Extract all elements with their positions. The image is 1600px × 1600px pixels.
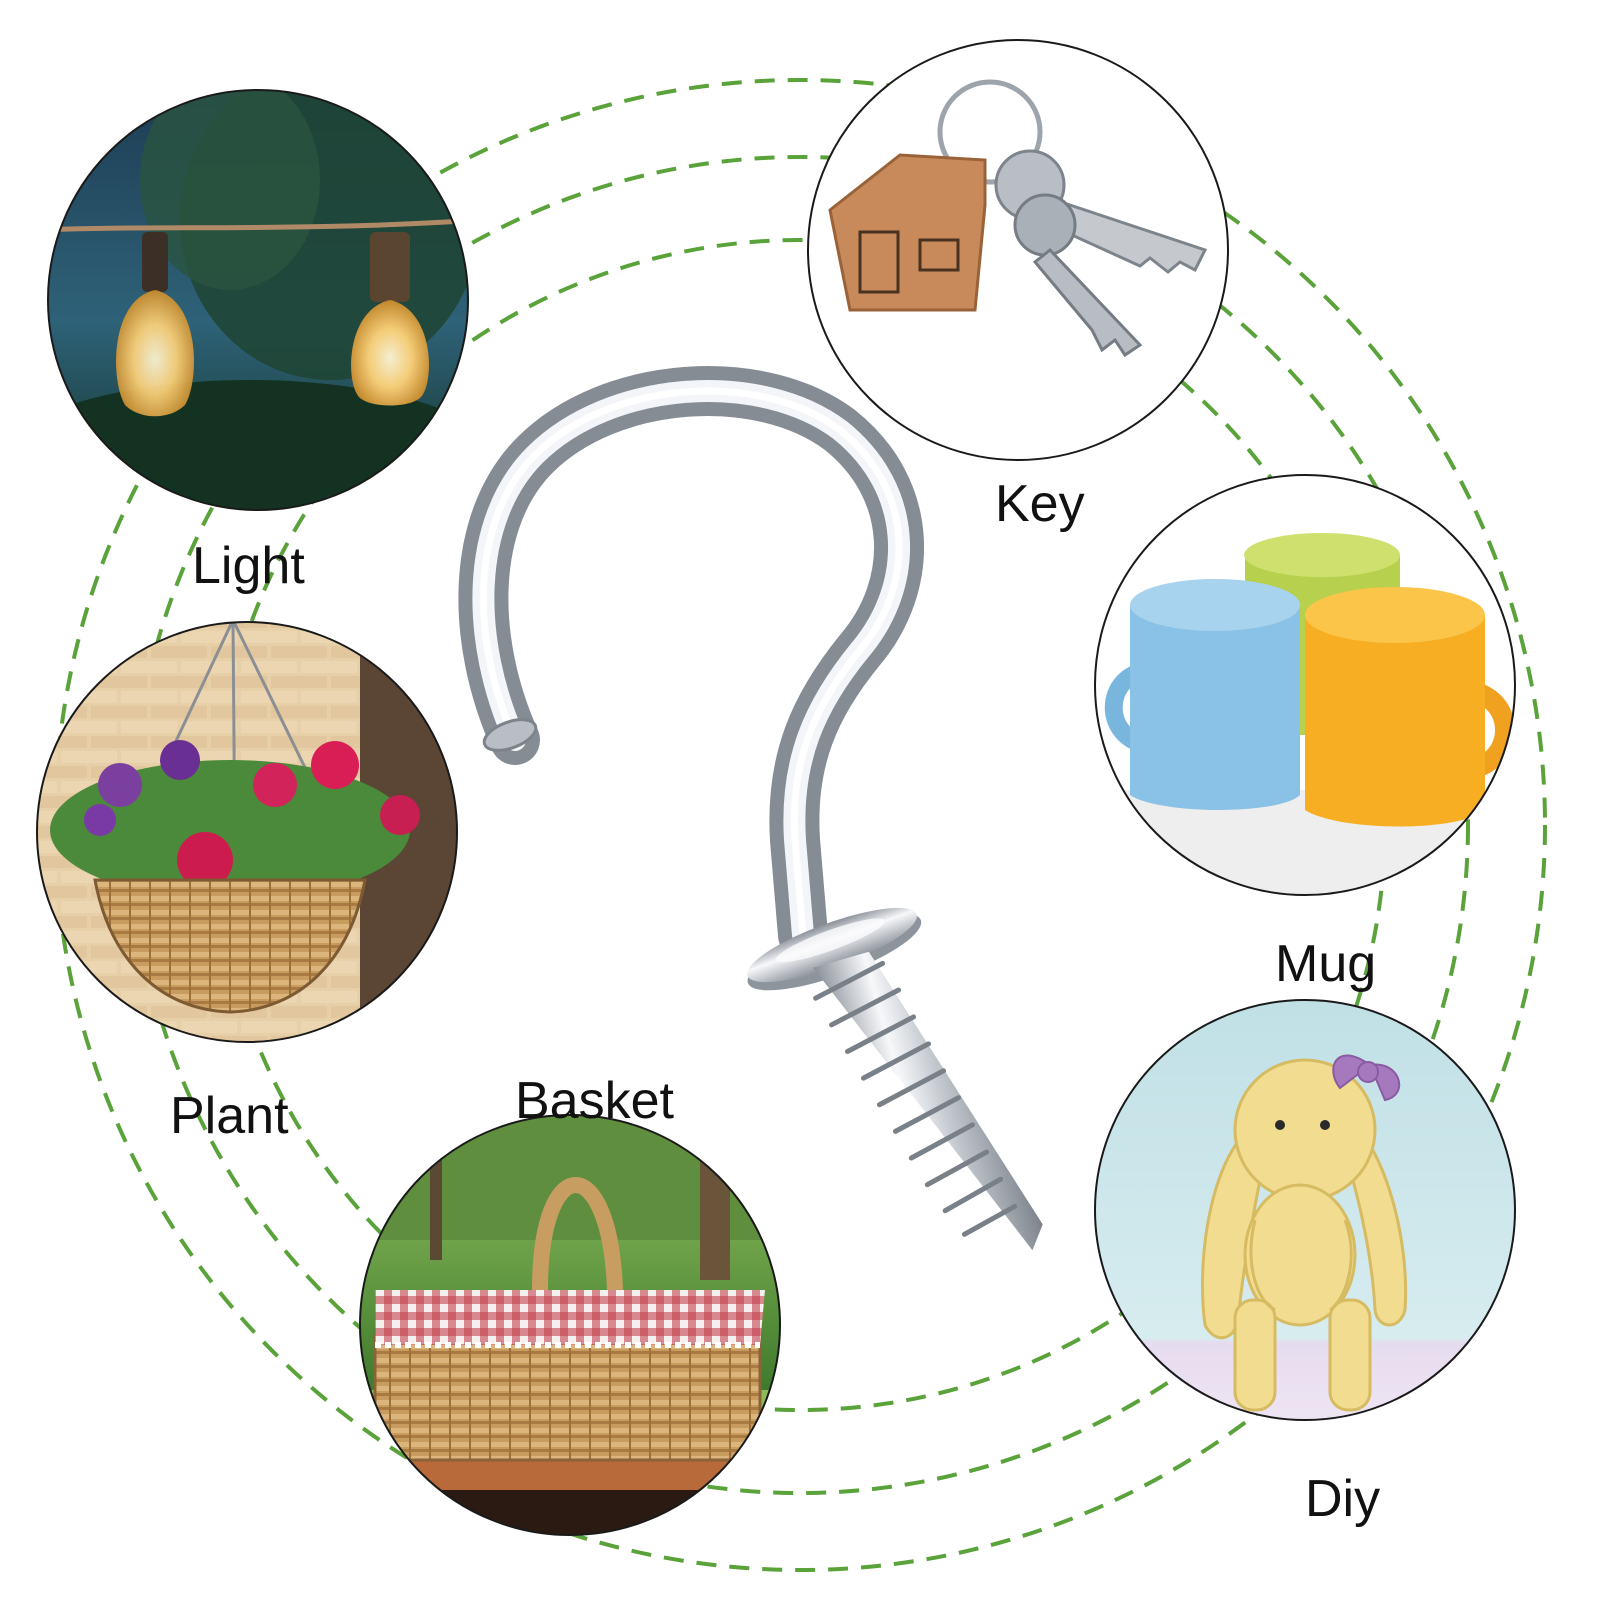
scene-mug-circle <box>1094 474 1516 896</box>
label-plant: Plant <box>170 1087 289 1145</box>
mug-blue <box>1104 579 1300 810</box>
house-keychain <box>828 153 987 312</box>
scene-diy-border <box>1094 999 1516 1421</box>
cup-hook <box>458 366 1043 1251</box>
bunny-head <box>1233 1058 1377 1202</box>
mug-yellow <box>1305 587 1515 827</box>
wicker-planter <box>93 878 367 1014</box>
label-basket: Basket <box>515 1072 674 1130</box>
dashed-ring-outer <box>53 78 1547 1572</box>
label-light: Light <box>192 537 305 595</box>
bunny-left-leg <box>1233 1298 1277 1412</box>
bulb-left <box>116 232 194 417</box>
bulb-right <box>351 232 429 406</box>
bunny-right-leg <box>1328 1298 1372 1412</box>
scene-basket-circle <box>359 1114 781 1536</box>
bunny-body <box>1243 1183 1357 1327</box>
key-lower <box>1013 193 1143 358</box>
scene-diy-circle <box>1094 999 1516 1421</box>
gingham-cloth <box>375 1290 765 1345</box>
bunny-arms <box>1249 1219 1353 1312</box>
hook-curve-highlight <box>479 387 903 939</box>
scene-light-border <box>47 89 469 511</box>
scene-plant-circle <box>36 621 458 1043</box>
scene-mug-border <box>1094 474 1516 896</box>
hook-collar <box>747 907 922 991</box>
scene-key-circle <box>807 39 1229 461</box>
scene-basket-border <box>359 1114 781 1536</box>
key-ring <box>937 79 1043 185</box>
crochet-bunny <box>1201 1058 1408 1412</box>
scene-key-border <box>807 39 1229 461</box>
picnic-basket <box>373 1177 765 1462</box>
label-mug: Mug <box>1275 935 1377 993</box>
scene-light-circle <box>47 89 469 511</box>
bunny-left-ear <box>1201 1123 1270 1339</box>
label-key: Key <box>995 475 1085 533</box>
flowers <box>50 740 420 900</box>
purple-bow <box>1332 1054 1401 1102</box>
hook-screw-thread <box>813 951 1043 1251</box>
hook-tip <box>482 718 538 752</box>
scene-plant-border <box>36 621 458 1043</box>
label-diy: Diy <box>1305 1470 1381 1528</box>
